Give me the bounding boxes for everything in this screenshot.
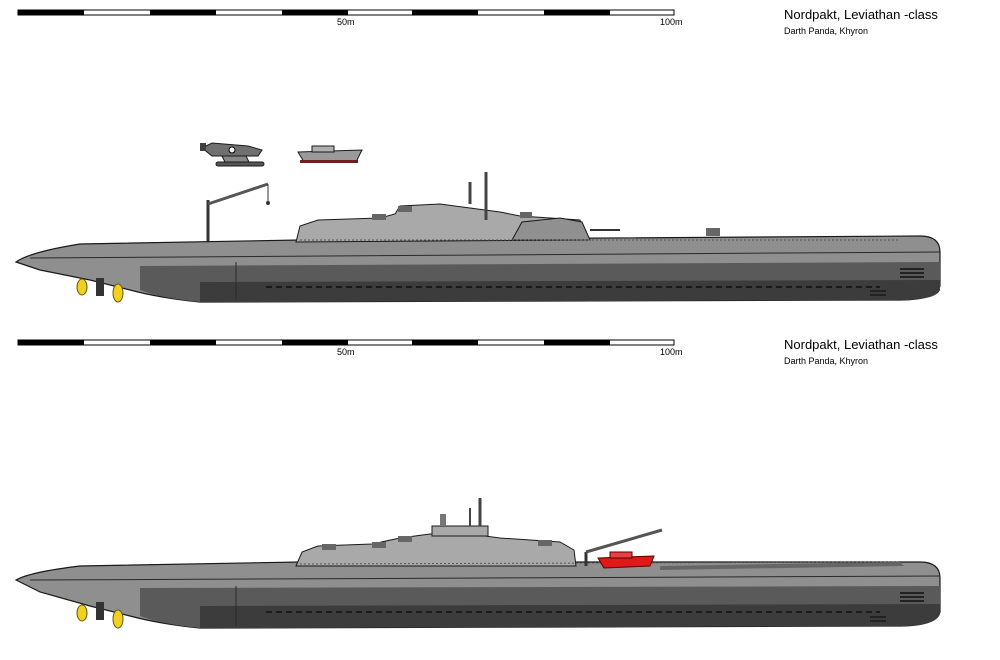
crane-icon <box>584 528 663 566</box>
sheet-bottom: 50m 100m Nordpakt, Leviathan -class Dart… <box>0 330 1000 660</box>
floatplane-icon <box>200 142 265 167</box>
launch-boat-icon <box>297 145 363 163</box>
crane-icon <box>206 182 270 242</box>
sheet-title: Nordpakt, Leviathan -class <box>784 7 938 22</box>
scale-label-100m: 100m <box>660 17 683 27</box>
propeller-icon <box>76 602 124 629</box>
sheet-credits: Darth Panda, Khyron <box>784 26 869 36</box>
scale-bar <box>17 9 675 16</box>
propeller-icon <box>76 278 124 303</box>
red-boat-icon <box>597 551 655 569</box>
sheet-credits: Darth Panda, Khyron <box>784 356 869 366</box>
superstructure-bottom <box>295 498 901 567</box>
top-drawing <box>14 9 941 303</box>
bottom-drawing <box>14 339 941 629</box>
sheet-title: Nordpakt, Leviathan -class <box>784 337 938 352</box>
scale-label-50m: 50m <box>337 347 355 357</box>
hull-bottom <box>14 561 941 629</box>
hull-top <box>14 235 941 303</box>
scale-bar <box>17 339 675 346</box>
superstructure-top <box>295 172 900 243</box>
sheet-top: 50m 100m Nordpakt, Leviathan -class Dart… <box>14 7 941 303</box>
scale-label-100m: 100m <box>660 347 683 357</box>
scale-label-50m: 50m <box>337 17 355 27</box>
